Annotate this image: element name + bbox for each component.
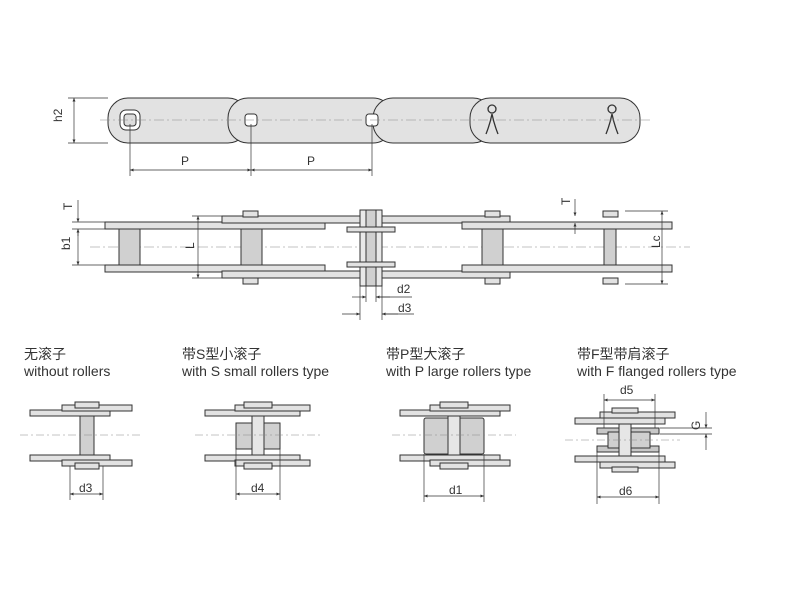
d4-detail-dimension xyxy=(235,449,281,500)
pitch-label: P xyxy=(307,154,315,168)
d1-detail-dimension xyxy=(423,454,485,502)
joint-collar xyxy=(346,226,396,233)
caption-en: with F flanged rollers type xyxy=(577,363,737,379)
detail-s-small-rollers xyxy=(204,401,311,470)
d3-label: d3 xyxy=(79,481,93,495)
roller xyxy=(240,228,263,266)
caption-en: with P large rollers type xyxy=(386,363,532,379)
inner-plate-top xyxy=(461,221,673,230)
pin-head xyxy=(484,210,501,218)
d2-label: d2 xyxy=(397,282,411,296)
caption-p-large-rollers: 带P型大滚子 with P large rollers type xyxy=(386,346,531,380)
detail-without-rollers xyxy=(29,401,133,470)
detail-p-large-rollers xyxy=(399,401,511,470)
caption-cn: 无滚子 xyxy=(24,346,66,362)
b1-label: b1 xyxy=(59,236,73,250)
l-label: L xyxy=(183,242,197,249)
caption-f-flanged-rollers: 带F型带肩滚子 with F flanged rollers type xyxy=(577,346,737,380)
chain-plan-view xyxy=(104,209,673,287)
pin-head xyxy=(602,277,619,285)
roller xyxy=(603,228,617,266)
d3-detail-dimension xyxy=(69,466,104,500)
caption-s-small-rollers: 带S型小滚子 with S small rollers type xyxy=(182,346,329,380)
caption-cn: 带P型大滚子 xyxy=(386,346,466,362)
pin-head xyxy=(484,277,501,285)
inner-plate-bottom xyxy=(104,264,326,273)
roller xyxy=(481,228,504,266)
d5-label: d5 xyxy=(620,383,634,397)
pin-head xyxy=(602,210,619,218)
cotter-pin-icon xyxy=(485,104,619,135)
d3-label: d3 xyxy=(398,301,412,315)
f-detail-dimensions xyxy=(596,394,712,504)
inner-plate-bottom xyxy=(461,264,673,273)
caption-cn: 带F型带肩滚子 xyxy=(577,346,670,362)
caption-en: with S small rollers type xyxy=(182,363,330,379)
caption-cn: 带S型小滚子 xyxy=(182,346,262,362)
pin-head xyxy=(242,277,259,285)
t-label: T xyxy=(559,197,573,205)
t-label: T xyxy=(61,202,75,210)
plan-dimensions xyxy=(72,199,668,320)
h2-dimension xyxy=(68,97,108,144)
lc-label: Lc xyxy=(649,235,663,248)
joint-pin-core xyxy=(365,209,377,287)
chain-top-view xyxy=(107,97,641,144)
g-label: G xyxy=(689,421,703,430)
joint-collar xyxy=(346,261,396,268)
pitch-dimension xyxy=(129,124,373,176)
pitch-label: P xyxy=(181,154,189,168)
caption-without-rollers: 无滚子 without rollers xyxy=(24,346,110,380)
outer-plate-bottom xyxy=(221,270,373,279)
link-plate-4 xyxy=(469,97,641,144)
d4-label: d4 xyxy=(251,481,265,495)
inner-plate-top xyxy=(104,221,326,230)
d6-label: d6 xyxy=(619,484,633,498)
roller xyxy=(118,228,141,266)
d1-label: d1 xyxy=(449,483,463,497)
pin-head xyxy=(242,210,259,218)
caption-en: without rollers xyxy=(24,363,111,379)
h2-label: h2 xyxy=(51,108,65,122)
